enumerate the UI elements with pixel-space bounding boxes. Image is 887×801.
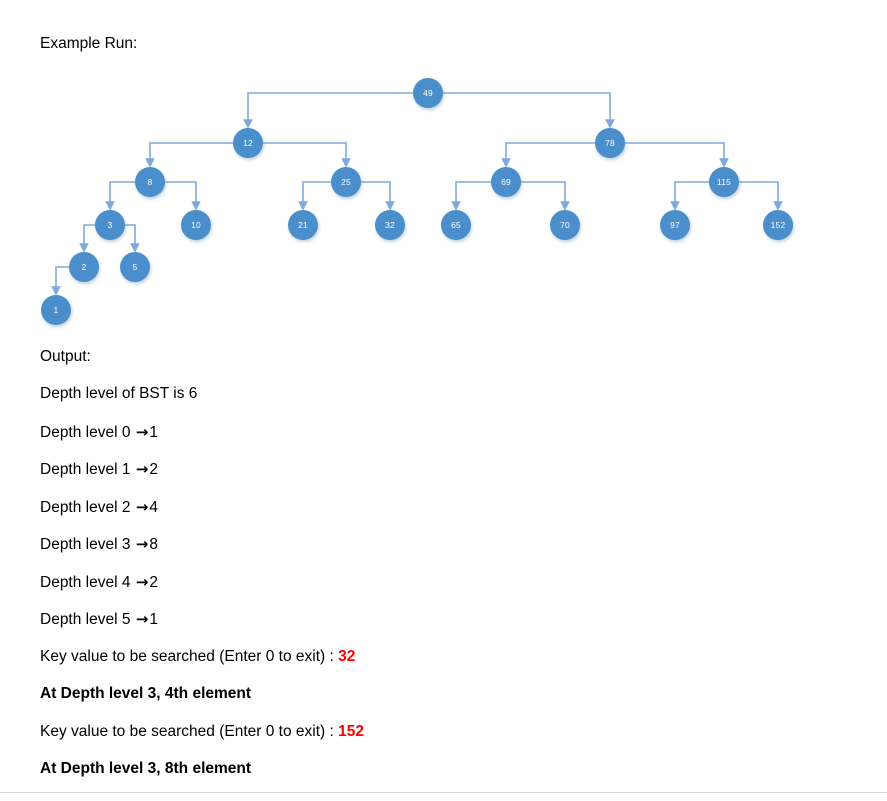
tree-node-69: 69 <box>491 167 521 197</box>
line-prefix: Key value to be searched (Enter 0 to exi… <box>40 648 339 665</box>
line-depth-2: Depth level 2 →4 <box>40 497 158 518</box>
line-count: 8 <box>149 536 158 553</box>
tree-node-21: 21 <box>288 210 318 240</box>
line-count: 2 <box>149 461 158 478</box>
line-result-2: At Depth level 3, 8th element <box>40 759 251 779</box>
tree-edge <box>361 181 395 211</box>
line-prefix: Depth level 4 <box>40 574 135 591</box>
line-count: 4 <box>149 499 158 516</box>
line-prefix: Depth level 2 <box>40 499 135 516</box>
tree-node-49: 49 <box>413 78 443 108</box>
tree-node-78: 78 <box>595 128 625 158</box>
line-depth-1: Depth level 1 →2 <box>40 459 158 480</box>
tree-node-label: 115 <box>716 177 732 187</box>
tree-node-label: 97 <box>670 220 680 230</box>
page-title: Example Run: <box>40 35 138 52</box>
tree-edge <box>443 92 615 129</box>
line-output-label: Output: <box>40 347 91 367</box>
tree-edge <box>298 181 331 211</box>
tree-node-label: 10 <box>191 220 201 230</box>
tree-edge <box>451 181 491 211</box>
tree-edge <box>521 181 570 211</box>
line-text: At Depth level 3, 8th element <box>40 760 252 777</box>
line-prefix: Depth level 3 <box>40 536 135 553</box>
tree-edge <box>243 92 413 129</box>
tree-connectors <box>51 92 783 296</box>
tree-edge <box>501 142 595 168</box>
tree-node-label: 3 <box>107 220 113 230</box>
line-text: Output: <box>40 348 91 365</box>
tree-node-label: 12 <box>243 138 253 148</box>
tree-edge <box>739 181 783 211</box>
tree-edge <box>263 142 351 168</box>
tree-node-1: 1 <box>41 295 71 325</box>
tree-node-label: 49 <box>423 88 433 98</box>
line-depth-total: Depth level of BST is 6 <box>40 384 197 404</box>
line-prompt-1: Key value to be searched (Enter 0 to exi… <box>40 647 355 667</box>
tree-node-5: 5 <box>120 252 150 282</box>
tree-node-25: 25 <box>331 167 361 197</box>
right-arrow-icon: → <box>135 423 149 441</box>
tree-node-label: 25 <box>341 177 351 187</box>
right-arrow-icon: → <box>135 535 149 553</box>
tree-node-65: 65 <box>441 210 471 240</box>
tree-edge <box>625 142 729 168</box>
tree-node-8: 8 <box>135 167 165 197</box>
line-prefix: Key value to be searched (Enter 0 to exi… <box>40 723 339 740</box>
tree-node-label: 69 <box>501 177 511 187</box>
tree-edge <box>105 181 135 211</box>
tree-node-label: 152 <box>770 220 786 230</box>
tree-node-label: 5 <box>132 262 138 272</box>
tree-node-152: 152 <box>763 210 793 240</box>
tree-edge <box>145 142 233 168</box>
tree-node-label: 8 <box>147 177 153 187</box>
line-prefix: Depth level 5 <box>40 611 135 628</box>
tree-edge <box>51 266 69 296</box>
tree-node-32: 32 <box>375 210 405 240</box>
line-result-1: At Depth level 3, 4th element <box>40 684 251 704</box>
line-count: 1 <box>149 424 158 441</box>
right-arrow-icon: → <box>135 610 149 628</box>
footer-divider <box>0 792 887 793</box>
line-prefix: Depth level 0 <box>40 424 135 441</box>
tree-node-3: 3 <box>95 210 125 240</box>
tree-node-115: 115 <box>709 167 739 197</box>
line-prompt-2: Key value to be searched (Enter 0 to exi… <box>40 722 364 742</box>
tree-node-label: 65 <box>451 220 461 230</box>
line-count: 2 <box>149 574 158 591</box>
right-arrow-icon: → <box>135 460 149 478</box>
tree-node-10: 10 <box>181 210 211 240</box>
tree-node-label: 1 <box>53 305 59 315</box>
tree-node-label: 32 <box>385 220 395 230</box>
right-arrow-icon: → <box>135 573 149 591</box>
line-prefix: Depth level 1 <box>40 461 135 478</box>
tree-node-2: 2 <box>69 252 99 282</box>
search-key-value: 152 <box>338 723 364 740</box>
search-key-value: 32 <box>338 648 356 665</box>
tree-node-label: 21 <box>298 220 308 230</box>
tree-edge <box>165 181 201 211</box>
tree-node-label: 70 <box>560 220 570 230</box>
line-count: 1 <box>149 611 158 628</box>
tree-node-70: 70 <box>550 210 580 240</box>
line-depth-5: Depth level 5 →1 <box>40 609 158 630</box>
line-depth-3: Depth level 3 →8 <box>40 534 158 555</box>
tree-edge <box>670 181 709 211</box>
line-text: Depth level of BST is 6 <box>40 385 198 402</box>
line-text: At Depth level 3, 4th element <box>40 685 252 702</box>
line-depth-0: Depth level 0 →1 <box>40 422 158 443</box>
tree-node-label: 2 <box>81 262 87 272</box>
tree-node-97: 97 <box>660 210 690 240</box>
tree-edge <box>79 224 95 253</box>
tree-node-label: 78 <box>605 138 615 148</box>
tree-edge <box>125 224 140 253</box>
line-depth-4: Depth level 4 →2 <box>40 572 158 593</box>
right-arrow-icon: → <box>135 498 149 516</box>
tree-node-12: 12 <box>233 128 263 158</box>
